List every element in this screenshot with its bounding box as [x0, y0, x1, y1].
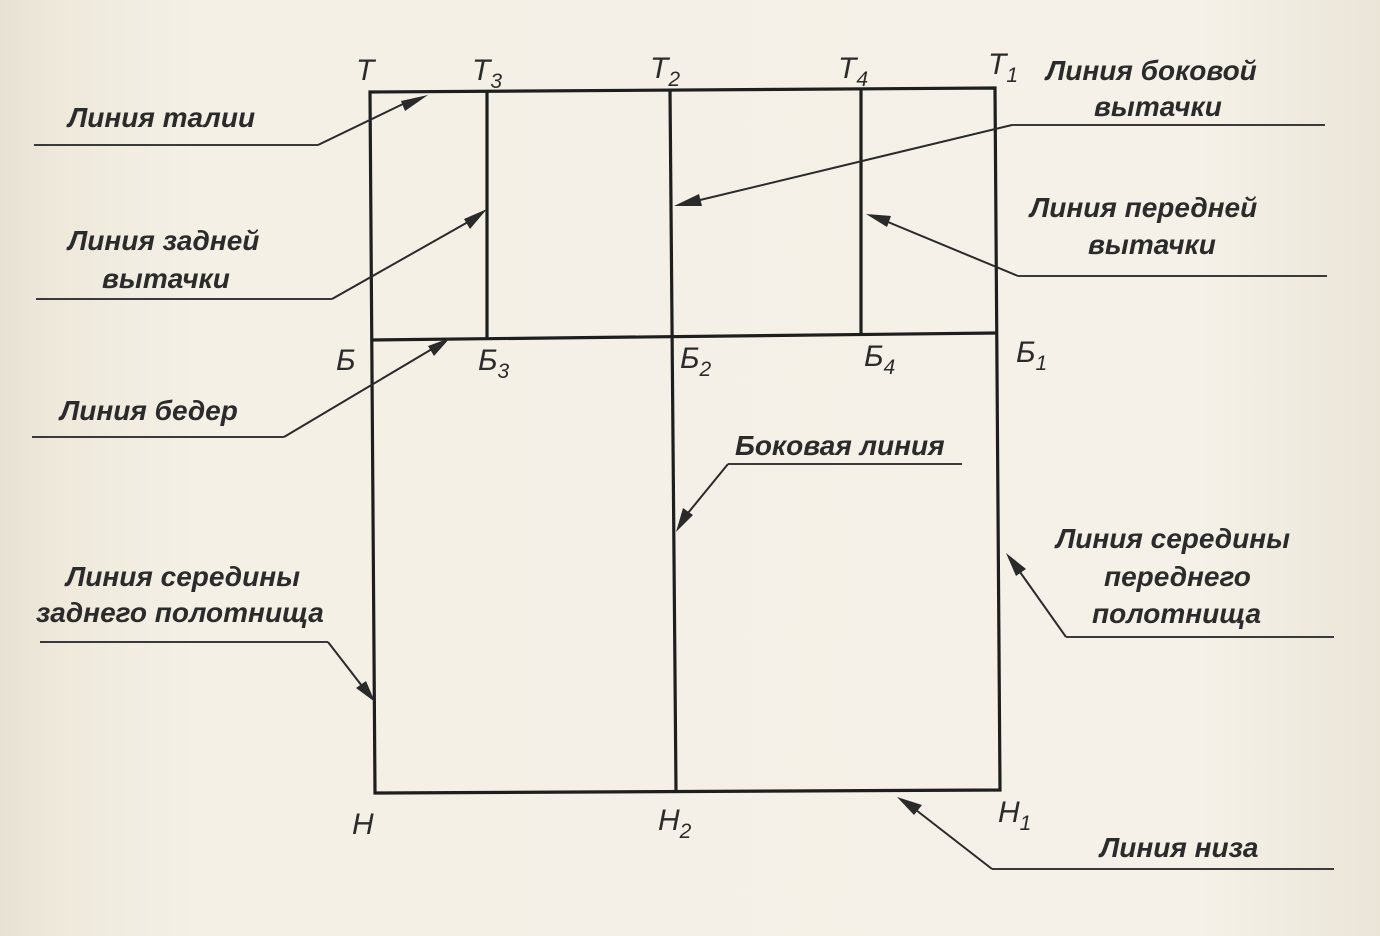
label-side-dart-line-1: Линия боковой — [1044, 55, 1257, 86]
point-h2: Н2 — [658, 804, 692, 843]
arrow-icon — [464, 209, 487, 229]
point-b4: Б4 — [864, 340, 895, 379]
point-b: Б — [336, 344, 356, 377]
label-front-dart-line-1: Линия передней — [1028, 192, 1257, 223]
arrow-icon — [1006, 553, 1026, 576]
point-h1: Н1 — [998, 796, 1031, 835]
callout-side-line: Боковая линия — [676, 430, 962, 532]
point-b3: Б3 — [478, 344, 510, 383]
callout-front-dart-line: Линия передней вытачки — [866, 192, 1327, 277]
point-t4: Т4 — [838, 52, 868, 91]
label-hem-line: Линия низа — [1098, 832, 1259, 863]
label-front-center-line-1: Линия середины — [1054, 523, 1290, 554]
arrow-icon — [674, 194, 702, 206]
arrow-icon — [897, 797, 922, 815]
callout-hem-line: Линия низа — [897, 797, 1334, 870]
label-front-dart-line-2: вытачки — [1088, 229, 1216, 260]
label-side-line: Боковая линия — [735, 430, 945, 461]
hip-line — [370, 331, 998, 342]
callout-waist-line: Линия талии — [34, 95, 428, 146]
arrow-icon — [401, 95, 428, 111]
point-b1: Б1 — [1016, 336, 1047, 375]
point-t2: Т2 — [650, 52, 680, 91]
callout-side-dart-line: Линия боковой вытачки — [674, 55, 1325, 206]
label-front-center-line-2: переднего — [1104, 561, 1251, 592]
point-t: Т — [356, 54, 377, 87]
callout-back-dart-line: Линия задней вытачки — [36, 209, 487, 300]
arrow-icon — [866, 214, 891, 227]
callout-front-center-line: Линия середины переднего полотнища — [1006, 523, 1334, 638]
label-waist-line: Линия талии — [66, 102, 255, 133]
label-front-center-line-3: полотнища — [1092, 598, 1261, 629]
label-hip-line: Линия бедер — [58, 395, 238, 426]
label-back-dart-line-1: Линия задней — [66, 225, 259, 256]
point-h: Н — [352, 808, 374, 841]
label-side-dart-line-2: вытачки — [1094, 91, 1222, 122]
arrow-icon — [676, 508, 693, 532]
label-back-center-line-1: Линия середины — [64, 561, 300, 592]
label-back-dart-line-2: вытачки — [102, 263, 230, 294]
arrow-icon — [356, 681, 375, 702]
label-back-center-line-2: заднего полотнища — [36, 597, 324, 628]
point-b2: Б2 — [680, 342, 712, 381]
outer-frame — [368, 86, 1002, 795]
callout-back-center-line: Линия середины заднего полотнища — [36, 561, 375, 702]
point-t3: Т3 — [472, 54, 502, 93]
callout-hip-line: Линия бедер — [32, 338, 450, 438]
side-line — [668, 89, 678, 792]
point-t1: Т1 — [988, 48, 1018, 87]
arrow-icon — [428, 338, 450, 356]
